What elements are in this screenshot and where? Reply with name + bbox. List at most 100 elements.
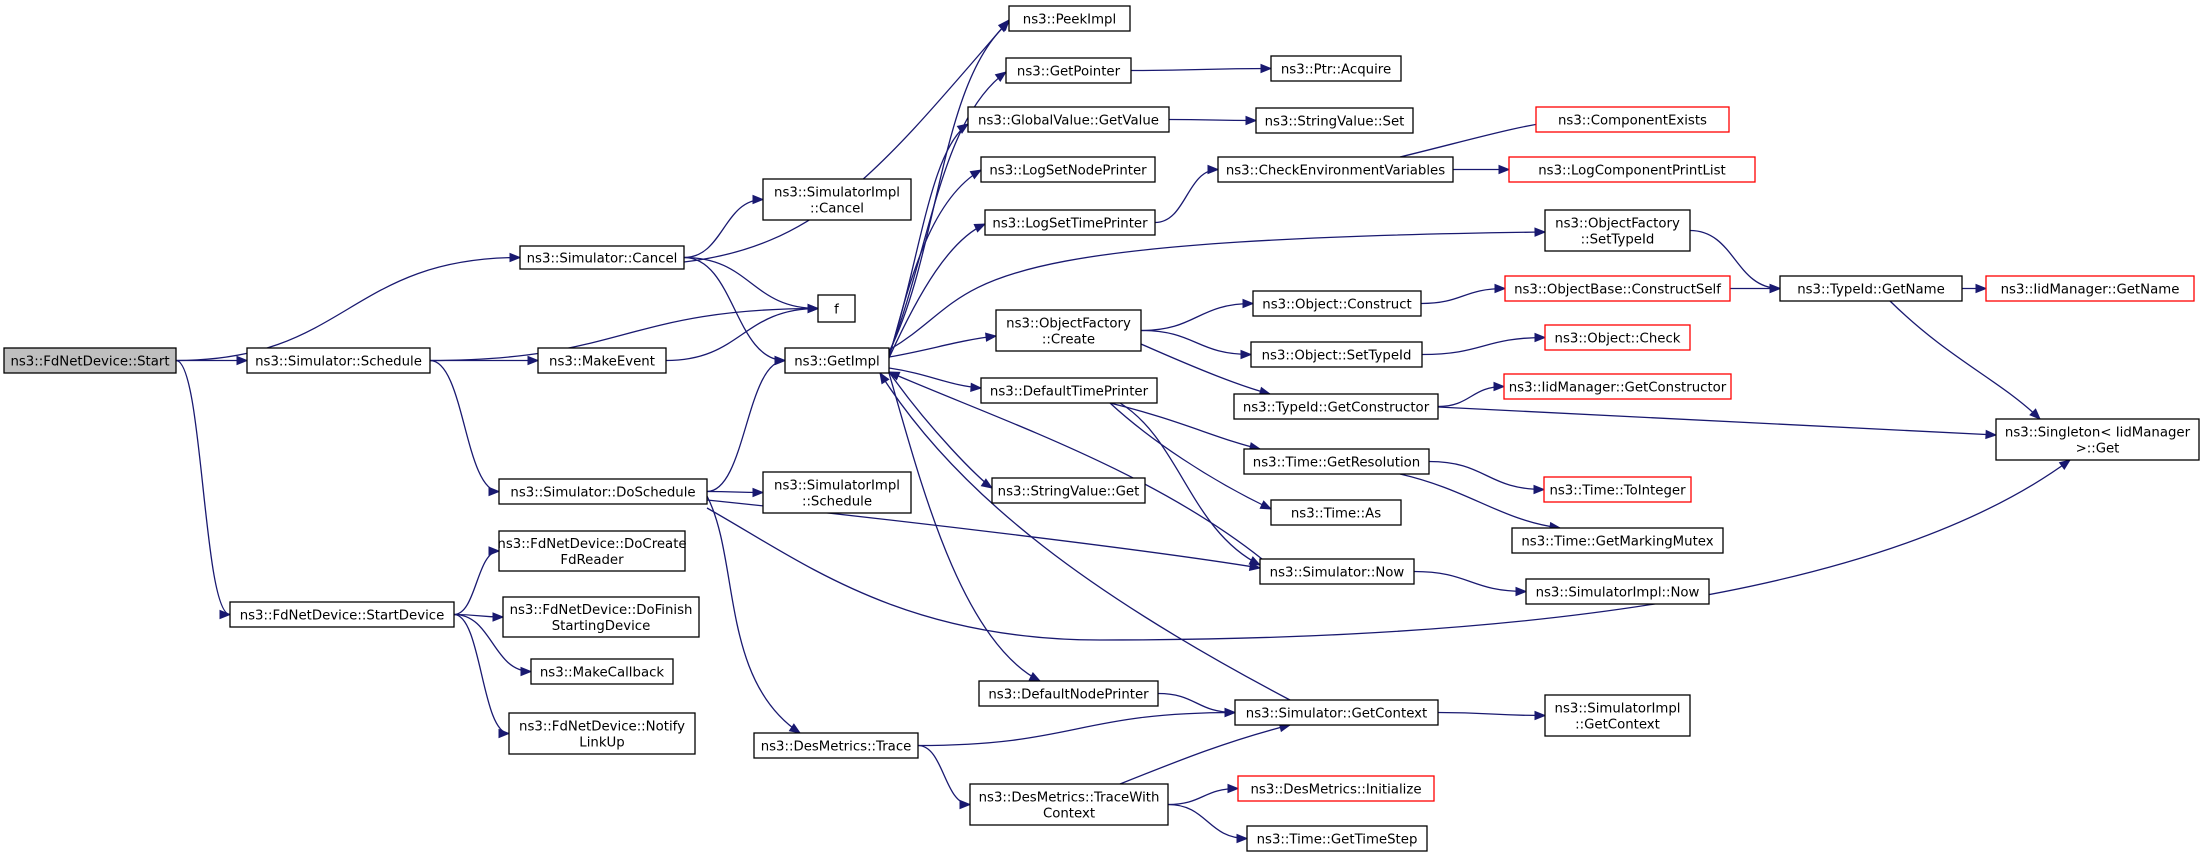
node-sim_schedule[interactable]: ns3::Simulator::Schedule	[246, 347, 431, 374]
node-startdevice[interactable]: ns3::FdNetDevice::StartDevice	[229, 601, 455, 628]
node-box[interactable]	[1237, 775, 1435, 802]
node-iid_getctor[interactable]: ns3::IidManager::GetConstructor	[1503, 373, 1732, 400]
node-box[interactable]	[1259, 558, 1415, 585]
node-box[interactable]	[969, 783, 1169, 826]
node-makecallback[interactable]: ns3::MakeCallback	[530, 658, 674, 685]
node-defnode[interactable]: ns3::DefaultNodePrinter	[978, 680, 1159, 707]
node-compexists[interactable]: ns3::ComponentExists	[1535, 106, 1730, 133]
node-box[interactable]	[762, 471, 912, 514]
node-box[interactable]	[3, 347, 177, 374]
node-f[interactable]: f	[817, 294, 856, 323]
node-obj_check[interactable]: ns3::Object::Check	[1544, 324, 1691, 351]
node-sim_now[interactable]: ns3::Simulator::Now	[1259, 558, 1415, 585]
node-box[interactable]	[1250, 341, 1423, 368]
node-box[interactable]	[537, 347, 667, 374]
node-box[interactable]	[1255, 107, 1414, 134]
node-simimpl_cancel[interactable]: ns3::SimulatorImpl::Cancel	[762, 178, 912, 221]
node-simimpl_now[interactable]: ns3::SimulatorImpl::Now	[1525, 578, 1710, 605]
node-box[interactable]	[1544, 324, 1691, 351]
node-time_getres[interactable]: ns3::Time::GetResolution	[1243, 448, 1430, 475]
node-box[interactable]	[967, 106, 1170, 133]
node-box[interactable]	[1779, 275, 1963, 302]
node-gv_getvalue[interactable]: ns3::GlobalValue::GetValue	[967, 106, 1170, 133]
node-box[interactable]	[1544, 694, 1691, 737]
node-checkenv[interactable]: ns3::CheckEnvironmentVariables	[1217, 156, 1454, 183]
node-time_mutex[interactable]: ns3::Time::GetMarkingMutex	[1511, 527, 1724, 554]
node-box[interactable]	[498, 478, 708, 505]
node-peekimpl[interactable]: ns3::PeekImpl	[1008, 5, 1131, 32]
node-box[interactable]	[1233, 393, 1439, 420]
node-time_getstep[interactable]: ns3::Time::GetTimeStep	[1246, 825, 1428, 852]
node-box[interactable]	[246, 347, 431, 374]
node-box[interactable]	[817, 294, 856, 323]
node-box[interactable]	[1252, 290, 1422, 317]
node-of_settypeid[interactable]: ns3::ObjectFactory::SetTypeId	[1544, 209, 1691, 252]
node-box[interactable]	[1504, 275, 1731, 302]
node-box[interactable]	[498, 530, 686, 572]
node-time_as[interactable]: ns3::Time::As	[1270, 499, 1402, 526]
node-box[interactable]	[1234, 699, 1439, 726]
node-sv_get[interactable]: ns3::StringValue::Get	[991, 477, 1146, 504]
node-box[interactable]	[978, 680, 1159, 707]
node-box[interactable]	[1543, 476, 1692, 503]
node-logtime[interactable]: ns3::LogSetTimePrinter	[984, 209, 1156, 236]
node-logcompprint[interactable]: ns3::LogComponentPrintList	[1508, 156, 1756, 183]
node-box[interactable]	[508, 712, 696, 755]
node-ob_constructself[interactable]: ns3::ObjectBase::ConstructSelf	[1504, 275, 1731, 302]
node-getpointer[interactable]: ns3::GetPointer	[1005, 57, 1132, 84]
node-tid_getname[interactable]: ns3::TypeId::GetName	[1779, 275, 1963, 302]
node-box[interactable]	[1246, 825, 1428, 852]
node-simimpl_schedule[interactable]: ns3::SimulatorImpl::Schedule	[762, 471, 912, 514]
node-box[interactable]	[1995, 418, 2200, 461]
node-box[interactable]	[991, 477, 1146, 504]
node-box[interactable]	[1008, 5, 1131, 32]
node-box[interactable]	[980, 377, 1158, 404]
node-time_tointeger[interactable]: ns3::Time::ToInteger	[1543, 476, 1692, 503]
node-box[interactable]	[984, 209, 1156, 236]
node-box[interactable]	[1503, 373, 1732, 400]
node-iid_getname[interactable]: ns3::IidManager::GetName	[1985, 275, 2195, 302]
node-of_create[interactable]: ns3::ObjectFactory::Create	[995, 309, 1142, 352]
node-makeevent[interactable]: ns3::MakeEvent	[537, 347, 667, 374]
node-box[interactable]	[762, 178, 912, 221]
node-box[interactable]	[980, 156, 1156, 183]
node-box[interactable]	[1243, 448, 1430, 475]
node-box[interactable]	[753, 732, 919, 759]
node-box[interactable]	[229, 601, 455, 628]
node-box[interactable]	[1508, 156, 1756, 183]
node-box[interactable]	[502, 596, 700, 638]
node-box[interactable]	[1511, 527, 1724, 554]
node-box[interactable]	[1270, 55, 1402, 82]
node-box[interactable]	[1535, 106, 1730, 133]
node-box[interactable]	[1985, 275, 2195, 302]
node-tid_getctor[interactable]: ns3::TypeId::GetConstructor	[1233, 393, 1439, 420]
node-dm_init[interactable]: ns3::DesMetrics::Initialize	[1237, 775, 1435, 802]
node-ptr_acquire[interactable]: ns3::Ptr::Acquire	[1270, 55, 1402, 82]
node-start[interactable]: ns3::FdNetDevice::Start	[3, 347, 177, 374]
node-sim_getcontext[interactable]: ns3::Simulator::GetContext	[1234, 699, 1439, 726]
node-singleton[interactable]: ns3::Singleton< IidManager>::Get	[1995, 418, 2200, 461]
node-box[interactable]	[1005, 57, 1132, 84]
node-obj_construct[interactable]: ns3::Object::Construct	[1252, 290, 1422, 317]
node-box[interactable]	[1217, 156, 1454, 183]
node-box[interactable]	[995, 309, 1142, 352]
node-doschedule[interactable]: ns3::Simulator::DoSchedule	[498, 478, 708, 505]
node-sim_cancel[interactable]: ns3::Simulator::Cancel	[519, 245, 685, 270]
node-box[interactable]	[519, 245, 685, 270]
node-box[interactable]	[784, 347, 890, 374]
node-box[interactable]	[1544, 209, 1691, 252]
node-box[interactable]	[530, 658, 674, 685]
node-sv_set[interactable]: ns3::StringValue::Set	[1255, 107, 1414, 134]
node-lognode[interactable]: ns3::LogSetNodePrinter	[980, 156, 1156, 183]
node-trace[interactable]: ns3::DesMetrics::Trace	[753, 732, 919, 759]
node-box[interactable]	[1525, 578, 1710, 605]
node-getimpl[interactable]: ns3::GetImpl	[784, 347, 890, 374]
node-deftime[interactable]: ns3::DefaultTimePrinter	[980, 377, 1158, 404]
node-simimpl_getcontext[interactable]: ns3::SimulatorImpl::GetContext	[1544, 694, 1691, 737]
node-obj_settypeid[interactable]: ns3::Object::SetTypeId	[1250, 341, 1423, 368]
node-box[interactable]	[1270, 499, 1402, 526]
